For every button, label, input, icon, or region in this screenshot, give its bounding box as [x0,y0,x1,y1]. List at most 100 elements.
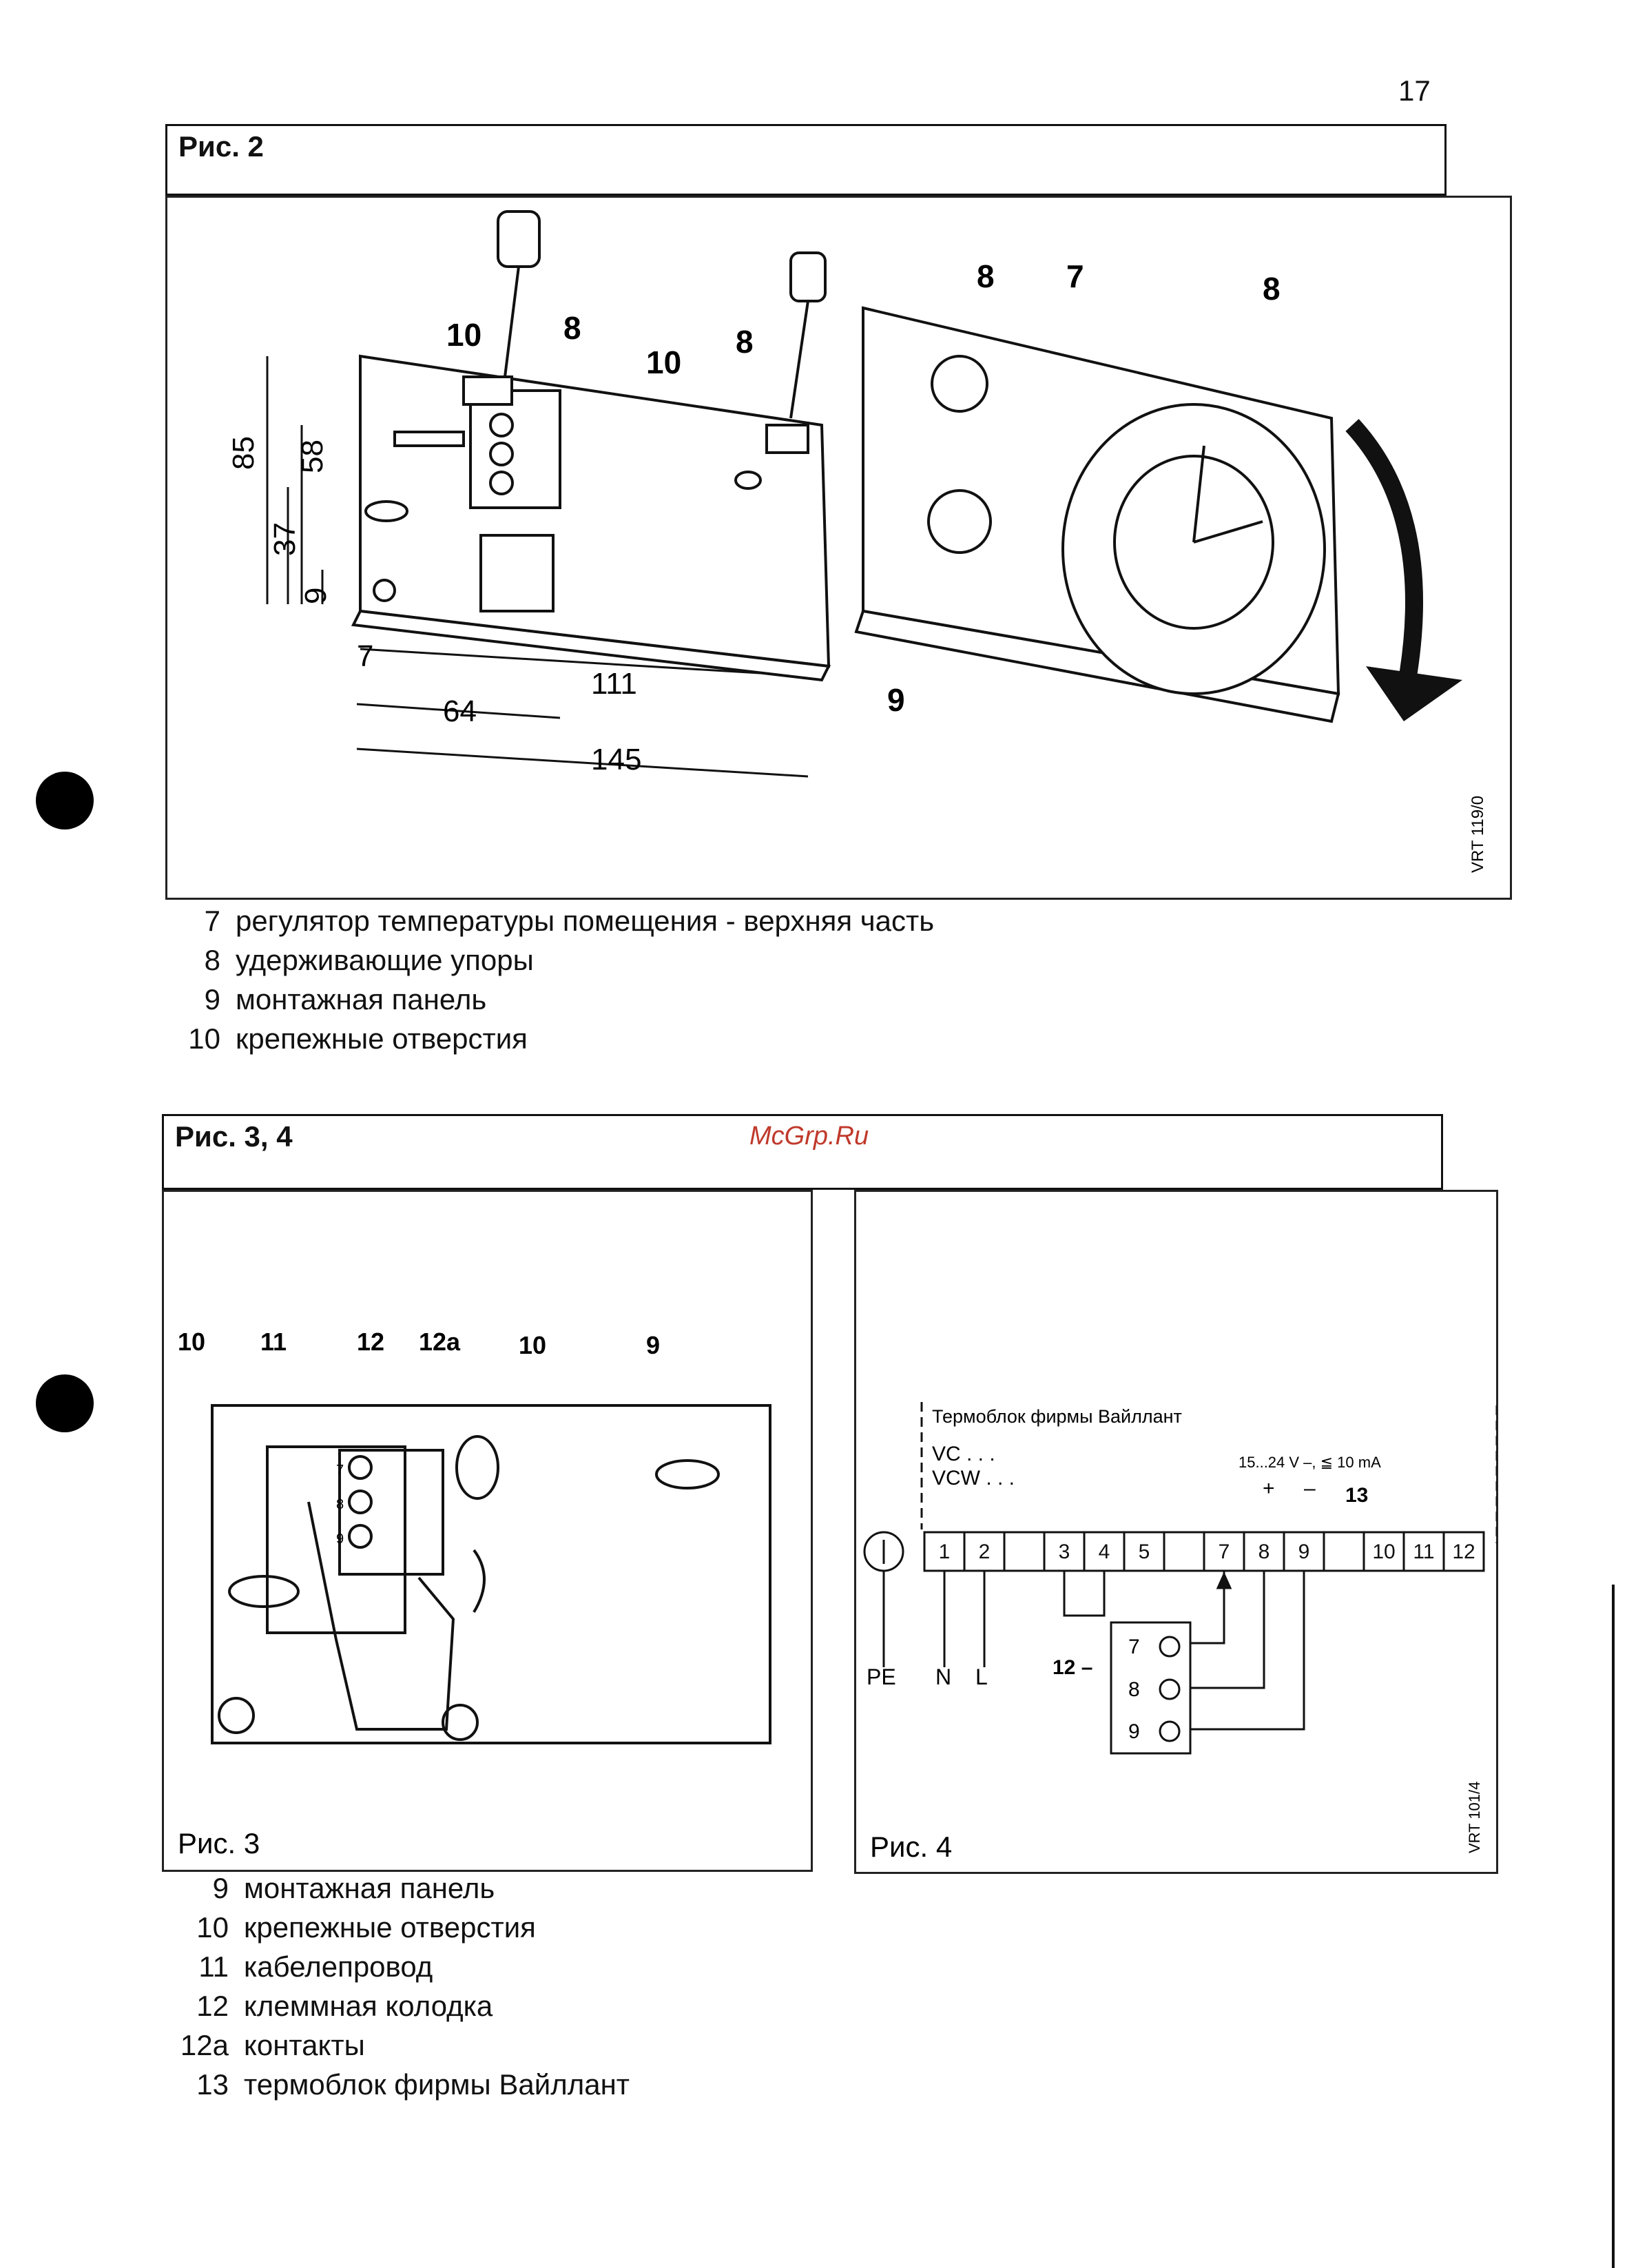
terminal-cell [1442,1531,1485,1572]
fig3-term-7: 7 [336,1463,344,1478]
fig2-callout-8b: 8 [736,324,754,360]
fig4-minus: – [1304,1477,1316,1500]
terminal-label: 8 [1258,1540,1270,1563]
fig4-block-12 [1110,1621,1192,1755]
terminal-cell [923,1531,966,1572]
terminal-label: 7 [1219,1540,1230,1563]
fig4-block-8: 8 [1128,1678,1140,1701]
thermostat-upper [854,306,1340,723]
fig2-title: Рис. 2 [178,130,264,163]
fig3-panel [211,1404,771,1744]
terminal-cell [1083,1531,1126,1572]
terminal-label: 5 [1139,1540,1150,1563]
terminal-cell [1323,1531,1365,1572]
right-edge-line [1612,1585,1615,2268]
dim-9: 9 [299,588,333,604]
fig3-term-8: 8 [336,1497,344,1512]
fig3-callout-9: 9 [646,1331,660,1359]
fig34-title: Рис. 3, 4 [175,1120,293,1153]
dim-145: 145 [591,743,641,776]
dim-64: 64 [443,694,477,728]
mounting-panel [351,354,831,682]
fig2-callout-7: 7 [1066,258,1084,294]
fig4-block-7: 7 [1128,1636,1140,1658]
terminal-cell [1123,1531,1165,1572]
fig3-drawing: 10 11 12 12a 10 9 7 8 9 Рис. 3 [178,1328,771,1859]
fig2-callout-8a: 8 [563,310,581,346]
fig3-frame: 10 11 12 12a 10 9 7 8 9 Рис. 3 [162,1190,813,1872]
terminal-label: 12 [1452,1540,1475,1563]
dim-58: 58 [296,440,329,473]
fig4-wires [882,1571,1305,1731]
fig3-callout-11: 11 [260,1328,287,1356]
dim-7: 7 [357,639,373,673]
terminal-label: 11 [1413,1540,1434,1563]
page-number: 17 [1398,74,1431,107]
terminal-cell [1402,1531,1445,1572]
fig4-block-9: 9 [1128,1720,1140,1743]
fig2-frame: 10 8 10 8 8 7 8 9 85 58 37 9 7 111 64 14… [165,196,1512,900]
fig4-n: N [935,1664,951,1689]
fig4-l: L [975,1664,988,1689]
fig2-drawing: 10 8 10 8 8 7 8 9 85 58 37 9 7 111 64 14… [227,210,1487,873]
fig3-callout-10a: 10 [178,1328,205,1356]
fig2-callout-8d: 8 [1263,271,1281,307]
binder-hole-2 [36,1374,94,1432]
fig4-thermo-label: Термоблок фирмы Вайллант [932,1406,1182,1427]
terminal-cell [963,1531,1006,1572]
rotation-arrow-head-icon [1366,666,1462,721]
screwdriver-left [497,210,541,378]
fig2-code: VRT 119/0 [1469,796,1487,873]
dim-37: 37 [268,522,302,556]
fig2-header-bar: Рис. 2 [165,124,1447,196]
fig3-callout-10b: 10 [519,1331,546,1359]
fig2-callout-9: 9 [887,682,905,718]
fig4-voltage: 15...24 V –, ≦ 10 mA [1239,1454,1381,1471]
terminal-label: 3 [1059,1540,1070,1563]
fig34-header-bar: Рис. 3, 4 McGrp.Ru [162,1114,1443,1190]
terminal-label: 2 [979,1540,991,1563]
fig2-callout-8c: 8 [977,258,995,294]
fig4-callout-12: 12 – [1053,1656,1092,1679]
fig3-caption: Рис. 3 [178,1827,260,1859]
screwdriver-right [789,251,827,419]
terminal-cell [1163,1531,1205,1572]
terminal-cell [1003,1531,1046,1572]
watermark-link[interactable]: McGrp.Ru [749,1122,869,1151]
fig4-caption: Рис. 4 [870,1831,952,1863]
fig4-vc: VC . . . [932,1443,995,1465]
fig4-callout-13: 13 [1345,1484,1368,1507]
terminal-label: 4 [1099,1540,1110,1563]
dimension-lines [266,356,809,778]
fig2-callout-10a: 10 [446,317,481,353]
dim-111: 111 [591,667,637,701]
rotation-arrow-icon [1345,419,1423,682]
fig4-plus: + [1263,1477,1275,1500]
fig2-callout-10b: 10 [646,344,681,380]
fig3-term-9: 9 [336,1532,344,1547]
terminal-label: 9 [1298,1540,1310,1563]
fig4-frame: Термоблок фирмы Вайллант VC . . . VCW . … [854,1190,1498,1874]
terminal-label: 10 [1372,1540,1395,1563]
fig4-drawing: Термоблок фирмы Вайллант VC . . . VCW . … [863,1402,1497,1863]
fig3-callout-12: 12 [357,1328,384,1356]
fig4-pe: PE [867,1664,896,1689]
fig4-vcw: VCW . . . [932,1467,1015,1489]
fig4-code: VRT 101/4 [1466,1782,1483,1853]
terminal-cell [1362,1531,1405,1572]
binder-hole-1 [36,772,94,829]
terminal-label: 1 [939,1540,951,1563]
dim-85: 85 [227,436,260,470]
